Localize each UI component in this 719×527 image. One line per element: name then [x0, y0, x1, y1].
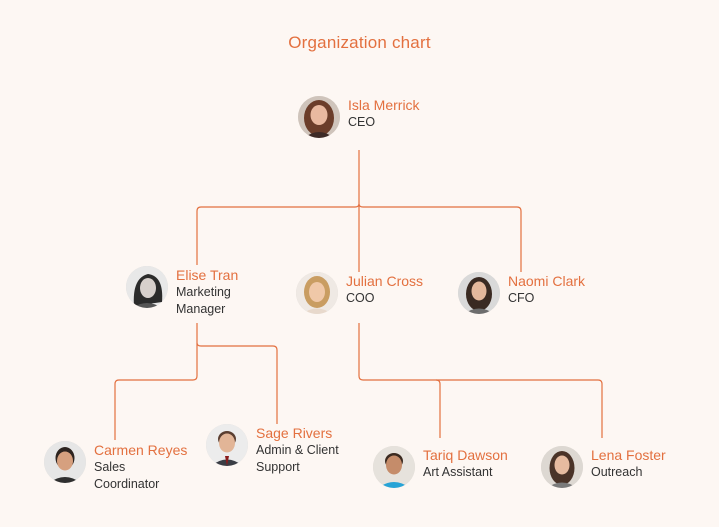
connector-elise-right	[196, 342, 278, 424]
node-lena-foster[interactable]: Lena Foster Outreach	[541, 446, 666, 488]
node-naomi-clark[interactable]: Naomi Clark CFO	[458, 272, 585, 314]
avatar-photo-icon	[458, 272, 500, 314]
person-role: COO	[346, 291, 375, 305]
avatar-photo-icon	[206, 424, 248, 466]
person-name: Carmen Reyes	[94, 442, 188, 458]
connector-ceo-left	[196, 203, 360, 265]
avatar-photo-icon	[126, 266, 168, 308]
person-role: Marketing Manager	[176, 285, 231, 316]
person-name: Isla Merrick	[348, 97, 420, 113]
node-julian-cross[interactable]: Julian Cross COO	[296, 272, 423, 314]
node-sage-rivers[interactable]: Sage Rivers Admin & Client Support	[206, 424, 352, 476]
person-name: Tariq Dawson	[423, 447, 508, 463]
person-role: CFO	[508, 291, 535, 305]
avatar-photo-icon	[373, 446, 415, 488]
person-name: Lena Foster	[591, 447, 666, 463]
node-carmen-reyes[interactable]: Carmen Reyes Sales Coordinator	[44, 441, 190, 493]
connector-ceo-right	[358, 203, 522, 272]
avatar-photo-icon	[298, 96, 340, 138]
person-role: Admin & Client Support	[256, 443, 339, 474]
person-name: Naomi Clark	[508, 273, 586, 289]
connector-julian-tariq	[435, 379, 441, 438]
node-elise-tran[interactable]: Elise Tran Marketing Manager	[126, 266, 266, 318]
connector-elise-left	[114, 343, 198, 440]
node-isla-merrick[interactable]: Isla Merrick CEO	[298, 96, 420, 138]
person-name: Sage Rivers	[256, 425, 333, 441]
chart-title: Organization chart	[288, 33, 431, 52]
person-role: Art Assistant	[423, 465, 493, 479]
person-role: Outreach	[591, 465, 643, 479]
avatar-photo-icon	[44, 441, 86, 483]
connector-julian-trunk	[358, 323, 603, 438]
person-role: CEO	[348, 115, 376, 129]
avatar-photo-icon	[296, 272, 338, 314]
avatar-photo-icon	[541, 446, 583, 488]
person-name: Julian Cross	[346, 273, 424, 289]
node-tariq-dawson[interactable]: Tariq Dawson Art Assistant	[373, 446, 508, 488]
person-role: Sales Coordinator	[94, 460, 160, 491]
person-name: Elise Tran	[176, 267, 239, 283]
